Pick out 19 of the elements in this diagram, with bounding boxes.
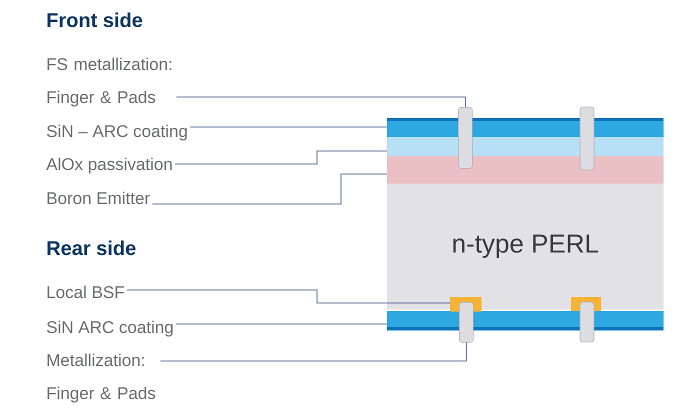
- callout-text: Local BSF: [48, 286, 124, 298]
- leader-line: [176, 96, 466, 108]
- leader-line: [126, 290, 450, 304]
- section-heading: Front side: [48, 12, 142, 28]
- callout-text: SiN – ARC coating: [46, 124, 187, 141]
- callout-text: AlOx passivation: [46, 158, 172, 174]
- leader-line: [160, 342, 467, 362]
- callout-text: Metallization: Finger & Pads: [48, 354, 156, 403]
- leader-line: [152, 174, 388, 204]
- callout-text: FS metallization: Finger & Pads: [48, 58, 172, 107]
- leader-line: [190, 126, 388, 128]
- contact-finger: [458, 107, 473, 169]
- contact-finger: [459, 302, 474, 343]
- callout-text: SiN ARC coating: [46, 320, 173, 337]
- emitter-layer: [387, 156, 664, 184]
- wafer-body: n-type PERL: [387, 183, 664, 310]
- callout-text: Boron Emitter: [48, 192, 150, 204]
- leader-line: [174, 150, 388, 164]
- section-heading: Rear side: [48, 240, 136, 256]
